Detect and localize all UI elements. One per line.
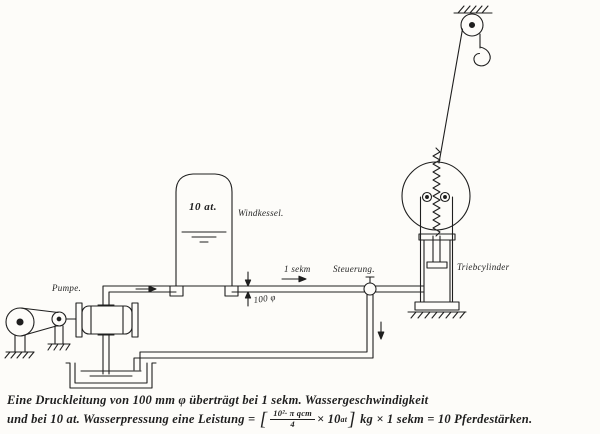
drive-cylinder-label: Triebcylinder: [457, 262, 510, 272]
discharge-pipe: [102, 285, 177, 307]
flywheel: [4, 307, 35, 359]
caption-line-2-prefix: und bei 10 at. Wasserpressung eine Leist…: [7, 411, 256, 426]
bracket-close: ]: [348, 408, 356, 430]
tank-pressure-label: 10 at.: [189, 201, 217, 213]
air-vessel: [169, 173, 239, 297]
water-trough: [65, 362, 157, 389]
rope-pulley: [460, 13, 484, 37]
fraction-numerator: 10²· π qcm: [270, 408, 315, 420]
after-fraction-sup: at: [340, 414, 348, 424]
control-valve: [363, 276, 377, 296]
pump-pulley: [47, 311, 77, 351]
pump-label: Pumpe.: [51, 283, 81, 293]
piston-rack: [426, 147, 448, 269]
pipe-diameter-label: 100 φ: [253, 292, 276, 305]
caption-line-1-text: Eine Druckleitung von 100 mm φ überträgt…: [7, 393, 429, 407]
drive-cylinder-body: [407, 196, 467, 319]
flow-speed-label: 1 sekm: [284, 264, 311, 274]
control-label: Steuerung.: [333, 264, 375, 274]
caption-line-2-suffix: kg × 1 sekm = 10 Pferdestärken.: [360, 411, 533, 426]
ceiling-mount: [453, 5, 493, 14]
diagram-canvas: Pumpe. 10 at. Windkessel. 1 sekm Steueru…: [4, 5, 510, 389]
hoist-rope: [438, 28, 464, 164]
flow-arrow: [281, 275, 307, 283]
caption-line-1: Eine Druckleitung von 100 mm φ überträgt…: [7, 392, 595, 409]
return-pipe: [133, 294, 385, 371]
bracket-open: [: [259, 408, 268, 430]
pipe-valve-to-cylinder: [375, 285, 425, 293]
caption-line-2: und bei 10 at. Wasserpressung eine Leist…: [7, 408, 595, 430]
tank-label: Windkessel.: [238, 208, 284, 218]
pipe-diameter-marker: [244, 271, 252, 307]
pump-body: [75, 302, 139, 338]
fraction-denominator: 4: [290, 418, 295, 429]
formula-fraction: 10²· π qcm 4: [270, 408, 315, 430]
pressure-pipe: [231, 285, 365, 293]
drive-belt: [20, 307, 59, 337]
suction-pipe: [102, 334, 110, 375]
after-fraction: × 10: [316, 411, 341, 426]
winding-drum-wheel: [401, 161, 471, 231]
lifting-hook-icon: [473, 33, 491, 67]
caption: Eine Druckleitung von 100 mm φ überträgt…: [7, 392, 595, 430]
